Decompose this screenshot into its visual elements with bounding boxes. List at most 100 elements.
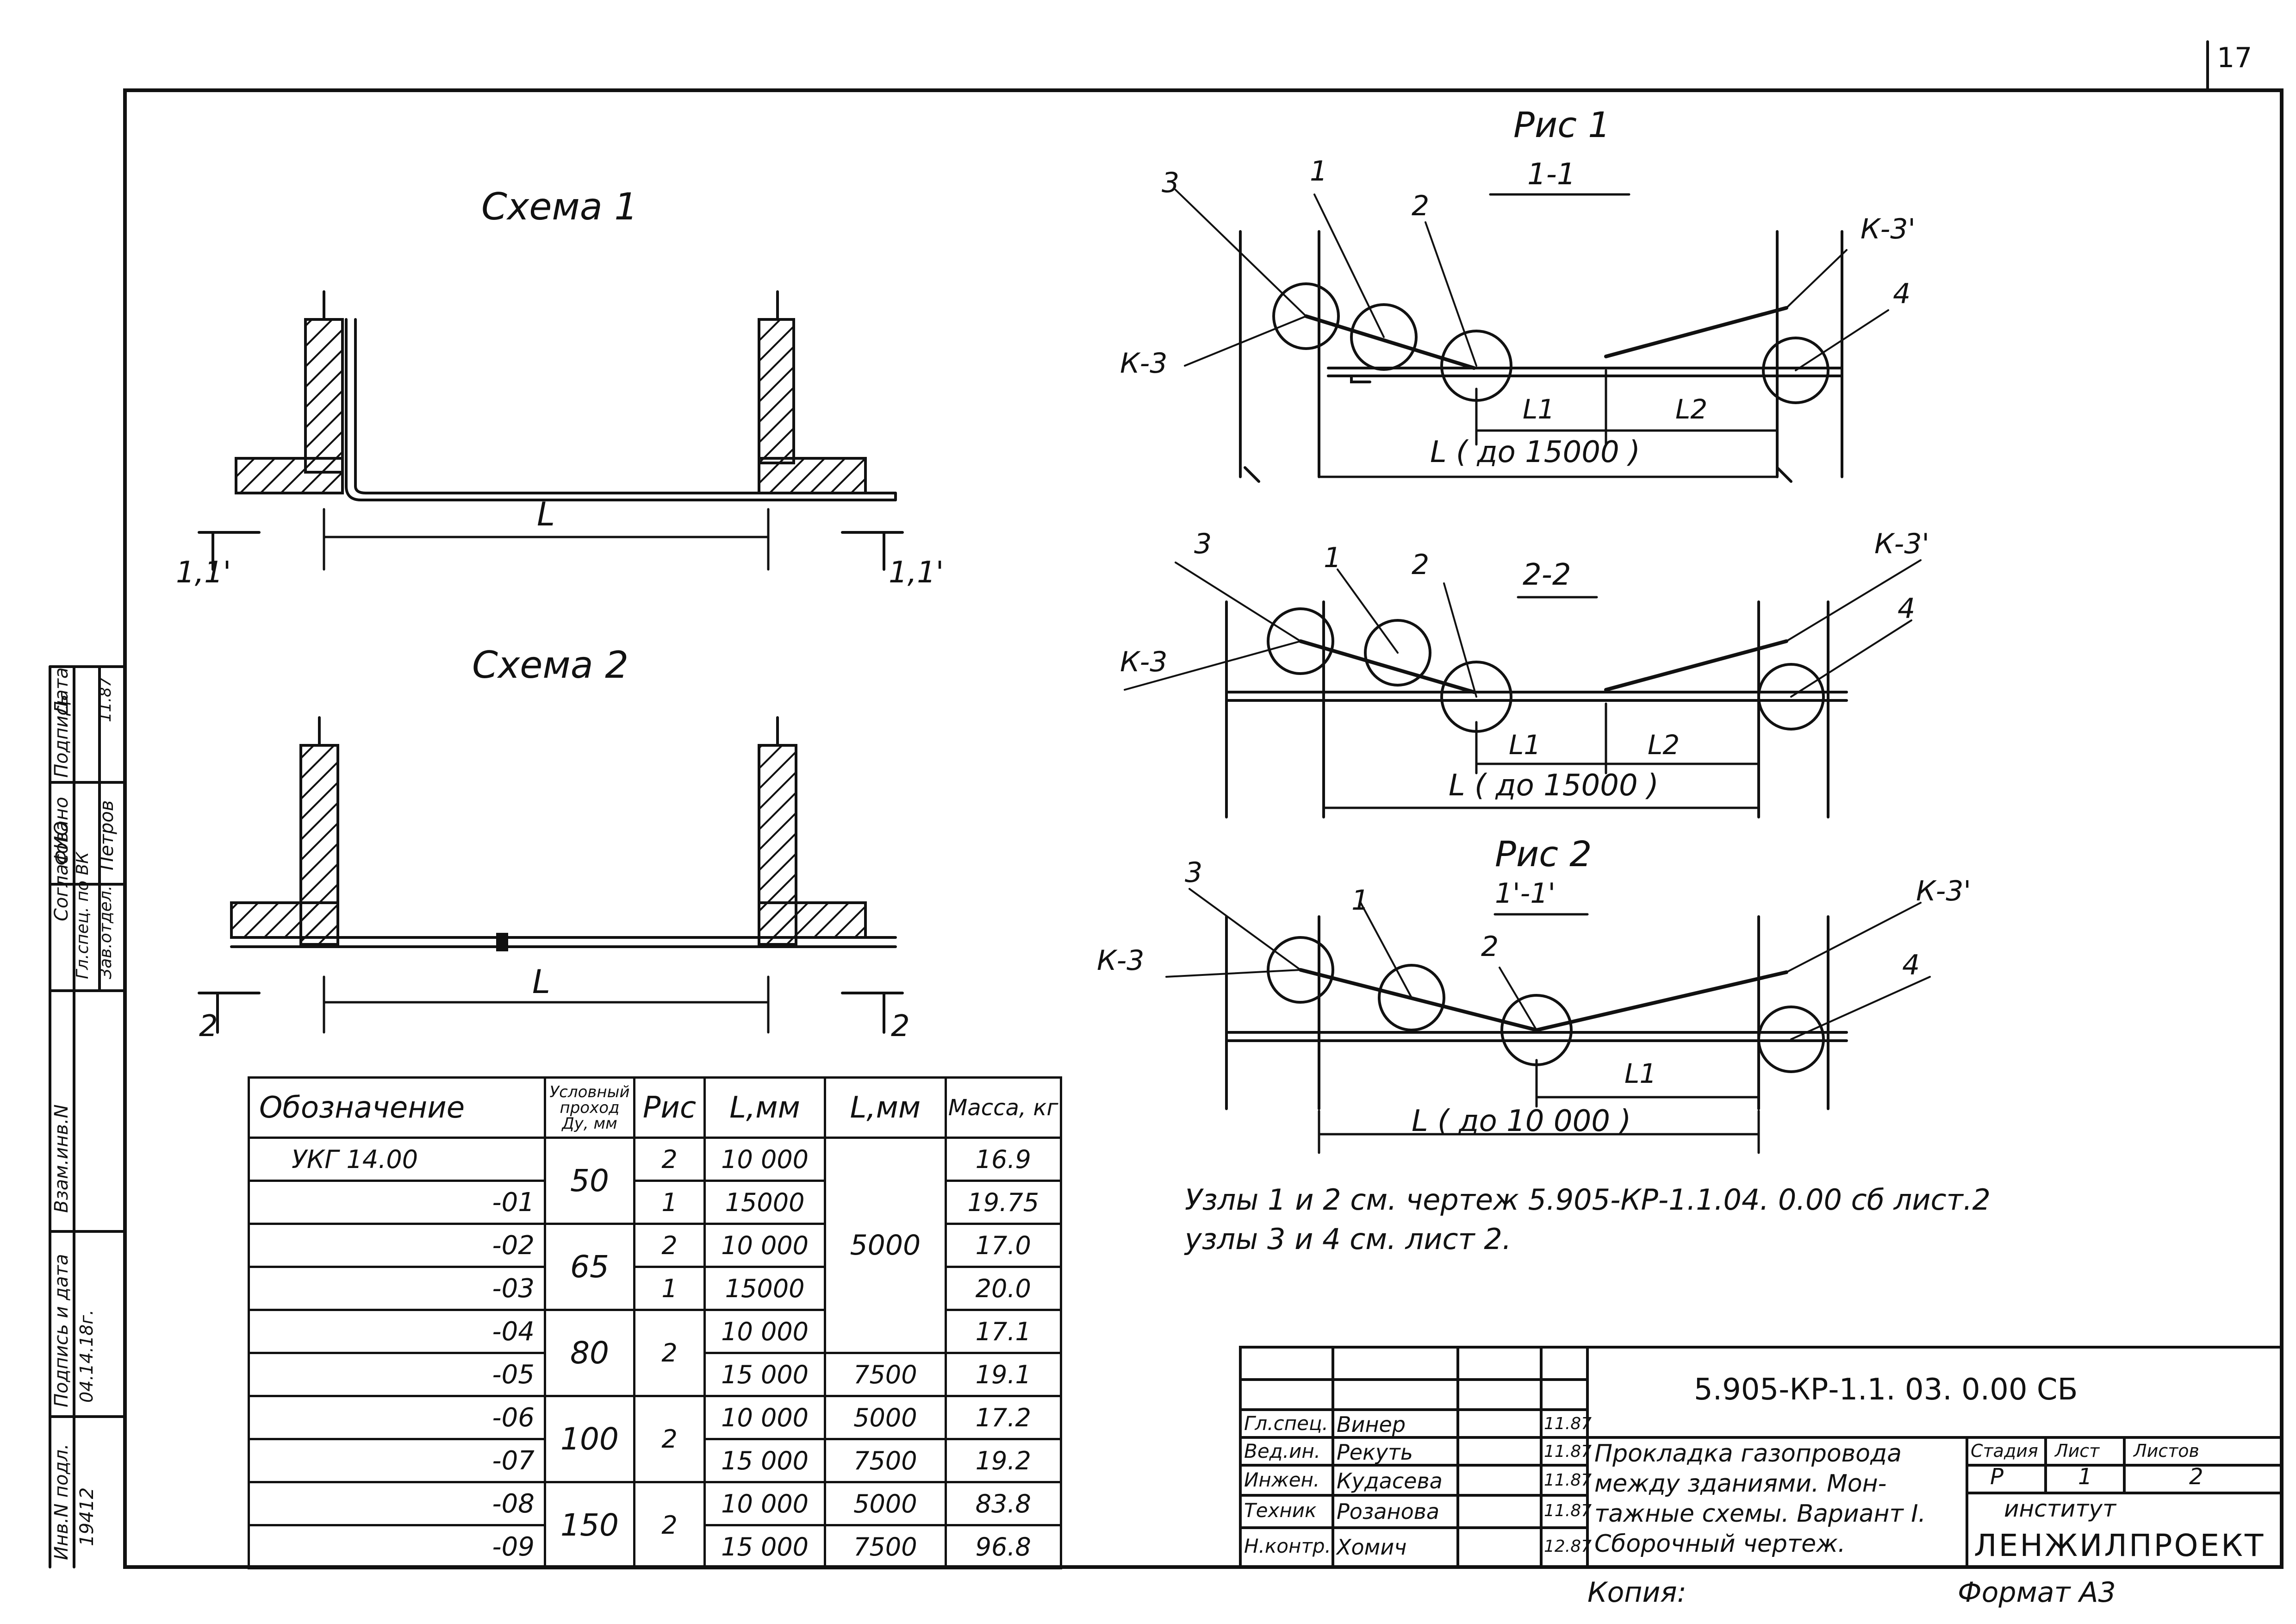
header-mass: Масса, кг [944, 1076, 1062, 1139]
sheet-value: 1 [2078, 1464, 2092, 1490]
cell-mass: 19.75 [944, 1180, 1062, 1225]
header-mark: Обозначение [248, 1076, 546, 1139]
header-l: L,мм [703, 1076, 827, 1139]
cell-fig: 1 [633, 1266, 706, 1311]
fig1-section-a-label: 1-1 [1527, 157, 1576, 192]
cell-l: 15000 [703, 1180, 827, 1225]
fig1-a-k3: К-3 [1120, 347, 1168, 380]
person-name: Кудасева [1337, 1468, 1443, 1493]
cell-l1: 7500 [824, 1352, 947, 1397]
sheet-label: Лист [2055, 1441, 2100, 1461]
cell-l1: 5000 [824, 1395, 947, 1440]
description-line-3: тажные схемы. Вариант I. [1594, 1500, 1926, 1528]
side-stamp-grid [49, 665, 126, 1568]
cell-l: 10 000 [703, 1309, 827, 1354]
cell-fig: 2 [633, 1137, 706, 1182]
fig1-a-item-3: 3 [1162, 167, 1180, 199]
header-du: Условный проход Ду, мм [543, 1076, 636, 1139]
person-name: Розанова [1337, 1499, 1440, 1524]
scheme-2-drawing [198, 716, 904, 1034]
stage-value: Р [1990, 1464, 2004, 1490]
cell-mark: -01 [248, 1180, 546, 1225]
cell-l: 10 000 [703, 1137, 827, 1182]
table-row: -07 15 000 7500 19.2 [248, 1438, 1062, 1483]
cell-fig: 2 [633, 1395, 706, 1483]
side-stamp-replaced-inv: Взам.инв.N [51, 1104, 72, 1213]
fig1-b-k3p: К-3' [1874, 528, 1929, 560]
cell-mark: -06 [248, 1395, 546, 1440]
cell-l: 15 000 [703, 1438, 827, 1483]
table-row: УКГ 14.00 50 2 10 000 5000 16.9 [248, 1137, 1062, 1354]
scheme-1-dim-label: L [537, 495, 555, 533]
cell-mass: 96.8 [944, 1524, 1062, 1569]
fig2-item-3: 3 [1185, 856, 1203, 889]
person-role: Н.контр. [1244, 1535, 1331, 1557]
table-row: -02 65 2 10 000 17.0 [248, 1223, 1062, 1311]
fig1-a-item-1: 1 [1310, 155, 1328, 187]
cell-mark: -08 [248, 1481, 546, 1526]
person-date: 11.87 [1544, 1442, 1592, 1461]
cell-l: 10 000 [703, 1223, 827, 1268]
header-fig: Рис [633, 1076, 706, 1139]
person-role: Гл.спец. [1244, 1412, 1328, 1435]
person-date: 11.87 [1544, 1414, 1592, 1433]
cell-l1: 5000 [824, 1137, 947, 1354]
side-stamp-sign-date: Подпись и дата [51, 1254, 72, 1407]
format-label: Формат А3 [1958, 1576, 2116, 1609]
table-row: -01 1 15000 19.75 [248, 1180, 1062, 1225]
fig1-title: Рис 1 [1513, 104, 1611, 145]
table-row: -03 1 15000 20.0 [248, 1266, 1062, 1311]
table-row: -09 15 000 7500 96.8 [248, 1524, 1062, 1569]
note-line-1: Узлы 1 и 2 см. чертеж 5.905-КР-1.1.04. 0… [1185, 1183, 1991, 1217]
fig1-b-l2: L2 [1648, 729, 1680, 761]
fig2-section-label: 1'-1' [1495, 877, 1556, 910]
side-stamp-date: 11.87 [96, 677, 115, 722]
cell-l: 10 000 [703, 1481, 827, 1526]
table-row: -08 150 2 10 000 5000 83.8 [248, 1481, 1062, 1569]
fig2-item-1: 1 [1351, 884, 1369, 917]
side-stamp-original-inv-value: 19412 [76, 1487, 98, 1546]
fig1-section-1-drawing [1239, 230, 1843, 483]
cell-fig: 1 [633, 1180, 706, 1225]
fig1-a-k3p: К-3' [1860, 213, 1916, 245]
table-row: -06 100 2 10 000 5000 17.2 [248, 1395, 1062, 1483]
fig1-b-dim: L ( до 15000 ) [1449, 768, 1659, 803]
side-stamp-role-2: Зав.отдел. [96, 885, 115, 979]
leader-lines [1124, 189, 1931, 1040]
person-role: Вед.ин. [1244, 1440, 1321, 1462]
cell-fig: 2 [633, 1309, 706, 1397]
spec-table-header: Обозначение Условный проход Ду, мм Рис L… [248, 1076, 1062, 1139]
description-line-4: Сборочный чертеж. [1594, 1530, 1846, 1558]
description-line-2: между зданиями. Мон- [1594, 1470, 1887, 1498]
fig1-b-k3: К-3 [1120, 646, 1168, 678]
cell-l1: 7500 [824, 1524, 947, 1569]
title-block-code: 5.905-КР-1.1. 03. 0.00 СБ [1694, 1373, 2078, 1407]
cell-l: 15 000 [703, 1524, 827, 1569]
person-name: Рекуть [1337, 1440, 1413, 1465]
table-row: -04 80 2 10 000 17.1 [248, 1309, 1062, 1397]
sheets-label: Листов [2134, 1441, 2199, 1461]
scheme-2-section-right: 2 [891, 1009, 910, 1043]
cell-l: 10 000 [703, 1395, 827, 1440]
person-date: 12.87 [1544, 1537, 1592, 1556]
cell-du: 80 [543, 1309, 636, 1397]
cell-mass: 19.2 [944, 1438, 1062, 1483]
cell-mark: -09 [248, 1524, 546, 1569]
cell-du: 65 [543, 1223, 636, 1311]
cell-mass: 16.9 [944, 1137, 1062, 1182]
side-stamp-date-header: Дата [51, 667, 72, 715]
table-row: -05 15 000 7500 19.1 [248, 1352, 1062, 1397]
stage-label: Стадия [1971, 1441, 2038, 1461]
person-role: Техник [1244, 1499, 1317, 1522]
fig2-l1: L1 [1624, 1058, 1657, 1089]
fig1-a-l1: L1 [1523, 394, 1555, 425]
cell-l1: 5000 [824, 1481, 947, 1526]
fig1-a-dim: L ( до 15000 ) [1430, 435, 1640, 469]
fig2-k3: К-3 [1097, 944, 1145, 977]
fig2-title: Рис 2 [1495, 833, 1592, 874]
fig1-b-item-1: 1 [1324, 542, 1342, 574]
fig2-item-2: 2 [1481, 931, 1499, 963]
cell-du: 100 [543, 1395, 636, 1483]
organization-name: ЛЕНЖИЛПРОЕКТ [1974, 1528, 2265, 1563]
fig1-a-item-2: 2 [1412, 190, 1430, 222]
